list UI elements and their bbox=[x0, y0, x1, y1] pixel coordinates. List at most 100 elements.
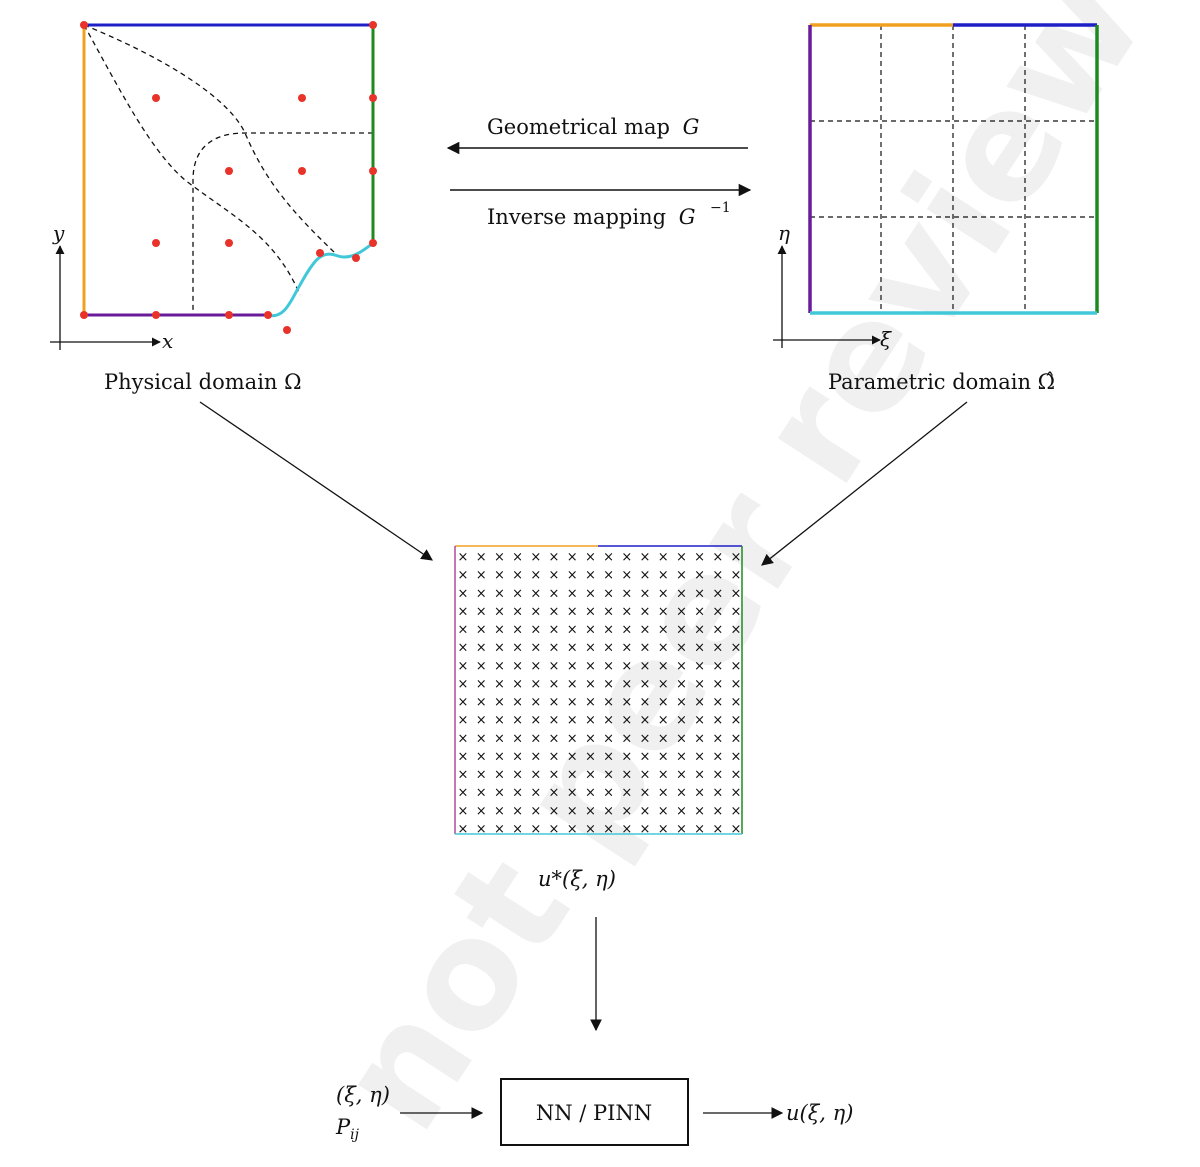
collocation-point: × bbox=[549, 586, 560, 601]
collocation-point: × bbox=[658, 641, 669, 656]
collocation-point: × bbox=[731, 768, 742, 783]
collocation-point: × bbox=[567, 641, 578, 656]
collocation-point: × bbox=[676, 641, 687, 656]
collocation-point: × bbox=[712, 786, 723, 801]
collocation-point: × bbox=[530, 695, 541, 710]
collocation-point: × bbox=[530, 623, 541, 638]
collocation-point: × bbox=[458, 695, 469, 710]
collocation-point: × bbox=[567, 804, 578, 819]
collocation-point: × bbox=[458, 731, 469, 746]
collocation-point: × bbox=[585, 731, 596, 746]
collocation-point: × bbox=[458, 641, 469, 656]
collocation-point: × bbox=[658, 695, 669, 710]
collocation-point: × bbox=[712, 695, 723, 710]
collocation-point: × bbox=[458, 786, 469, 801]
collocation-point: × bbox=[694, 550, 705, 565]
collocation-point: × bbox=[676, 550, 687, 565]
collocation-point: × bbox=[640, 623, 651, 638]
collocation-point: × bbox=[621, 786, 632, 801]
collocation-point: × bbox=[712, 550, 723, 565]
collocation-point: × bbox=[458, 677, 469, 692]
collocation-point: × bbox=[676, 731, 687, 746]
collocation-point: × bbox=[712, 659, 723, 674]
collocation-point: × bbox=[512, 677, 523, 692]
parametric-to-grid-arrow bbox=[761, 401, 968, 566]
collocation-point: × bbox=[567, 586, 578, 601]
collocation-point: × bbox=[585, 750, 596, 765]
collocation-point: × bbox=[694, 659, 705, 674]
collocation-point: × bbox=[694, 713, 705, 728]
collocation-point: × bbox=[658, 586, 669, 601]
collocation-point: × bbox=[494, 822, 505, 837]
collocation-point: × bbox=[549, 786, 560, 801]
collocation-point: × bbox=[676, 768, 687, 783]
control-points bbox=[80, 21, 377, 334]
collocation-point: × bbox=[476, 768, 487, 783]
collocation-point: × bbox=[658, 677, 669, 692]
collocation-point: × bbox=[603, 623, 614, 638]
collocation-point: × bbox=[731, 568, 742, 583]
collocation-point: × bbox=[512, 786, 523, 801]
collocation-point: × bbox=[549, 659, 560, 674]
collocation-point: × bbox=[530, 804, 541, 819]
collocation-point: × bbox=[694, 822, 705, 837]
collocation-point: × bbox=[640, 659, 651, 674]
collocation-point: × bbox=[530, 822, 541, 837]
collocation-point: × bbox=[694, 768, 705, 783]
dashed-curve-a bbox=[83, 24, 336, 254]
collocation-point: × bbox=[658, 550, 669, 565]
xi-axis-label: ξ bbox=[880, 327, 892, 351]
dashed-curve-b bbox=[83, 24, 301, 296]
collocation-point: × bbox=[694, 641, 705, 656]
collocation-point: × bbox=[567, 822, 578, 837]
collocation-point: × bbox=[658, 750, 669, 765]
collocation-point: × bbox=[585, 568, 596, 583]
collocation-point: × bbox=[731, 750, 742, 765]
collocation-point: × bbox=[494, 804, 505, 819]
collocation-point: × bbox=[731, 713, 742, 728]
collocation-point: × bbox=[476, 604, 487, 619]
collocation-point: × bbox=[458, 568, 469, 583]
collocation-point: × bbox=[476, 659, 487, 674]
collocation-point: × bbox=[567, 604, 578, 619]
collocation-point: × bbox=[512, 623, 523, 638]
collocation-point: × bbox=[731, 659, 742, 674]
collocation-point: × bbox=[676, 822, 687, 837]
collocation-point: × bbox=[731, 677, 742, 692]
collocation-point: × bbox=[530, 641, 541, 656]
collocation-point: × bbox=[494, 568, 505, 583]
collocation-point: × bbox=[458, 750, 469, 765]
physical-domain: x y Physical domain Ω bbox=[50, 21, 377, 394]
collocation-point: × bbox=[621, 677, 632, 692]
collocation-point: × bbox=[640, 586, 651, 601]
collocation-point: × bbox=[549, 641, 560, 656]
geom-map-label: Geometrical map G bbox=[487, 115, 699, 139]
collocation-point: × bbox=[640, 604, 651, 619]
collocation-point: × bbox=[731, 604, 742, 619]
collocation-point: × bbox=[694, 604, 705, 619]
collocation-point: × bbox=[476, 731, 487, 746]
collocation-point: × bbox=[567, 768, 578, 783]
collocation-point: × bbox=[676, 750, 687, 765]
collocation-point: × bbox=[549, 822, 560, 837]
collocation-point: × bbox=[731, 786, 742, 801]
collocation-point: × bbox=[549, 713, 560, 728]
collocation-point: × bbox=[621, 713, 632, 728]
collocation-point: × bbox=[712, 623, 723, 638]
collocation-point: × bbox=[694, 568, 705, 583]
parametric-domain: ξ η Parametric domain Ω̂ bbox=[773, 23, 1099, 394]
eta-axis-label: η bbox=[778, 221, 790, 245]
collocation-point: × bbox=[458, 659, 469, 674]
collocation-point: × bbox=[585, 768, 596, 783]
collocation-point: × bbox=[694, 750, 705, 765]
collocation-point: × bbox=[640, 804, 651, 819]
collocation-point: × bbox=[603, 586, 614, 601]
mapping-arrows: Geometrical map G Inverse mapping G −1 bbox=[446, 115, 752, 229]
collocation-point: × bbox=[694, 804, 705, 819]
collocation-point: × bbox=[494, 659, 505, 674]
collocation-point: × bbox=[494, 641, 505, 656]
collocation-point: × bbox=[640, 768, 651, 783]
collocation-point: × bbox=[567, 550, 578, 565]
collocation-point: × bbox=[585, 604, 596, 619]
collocation-point: × bbox=[621, 623, 632, 638]
